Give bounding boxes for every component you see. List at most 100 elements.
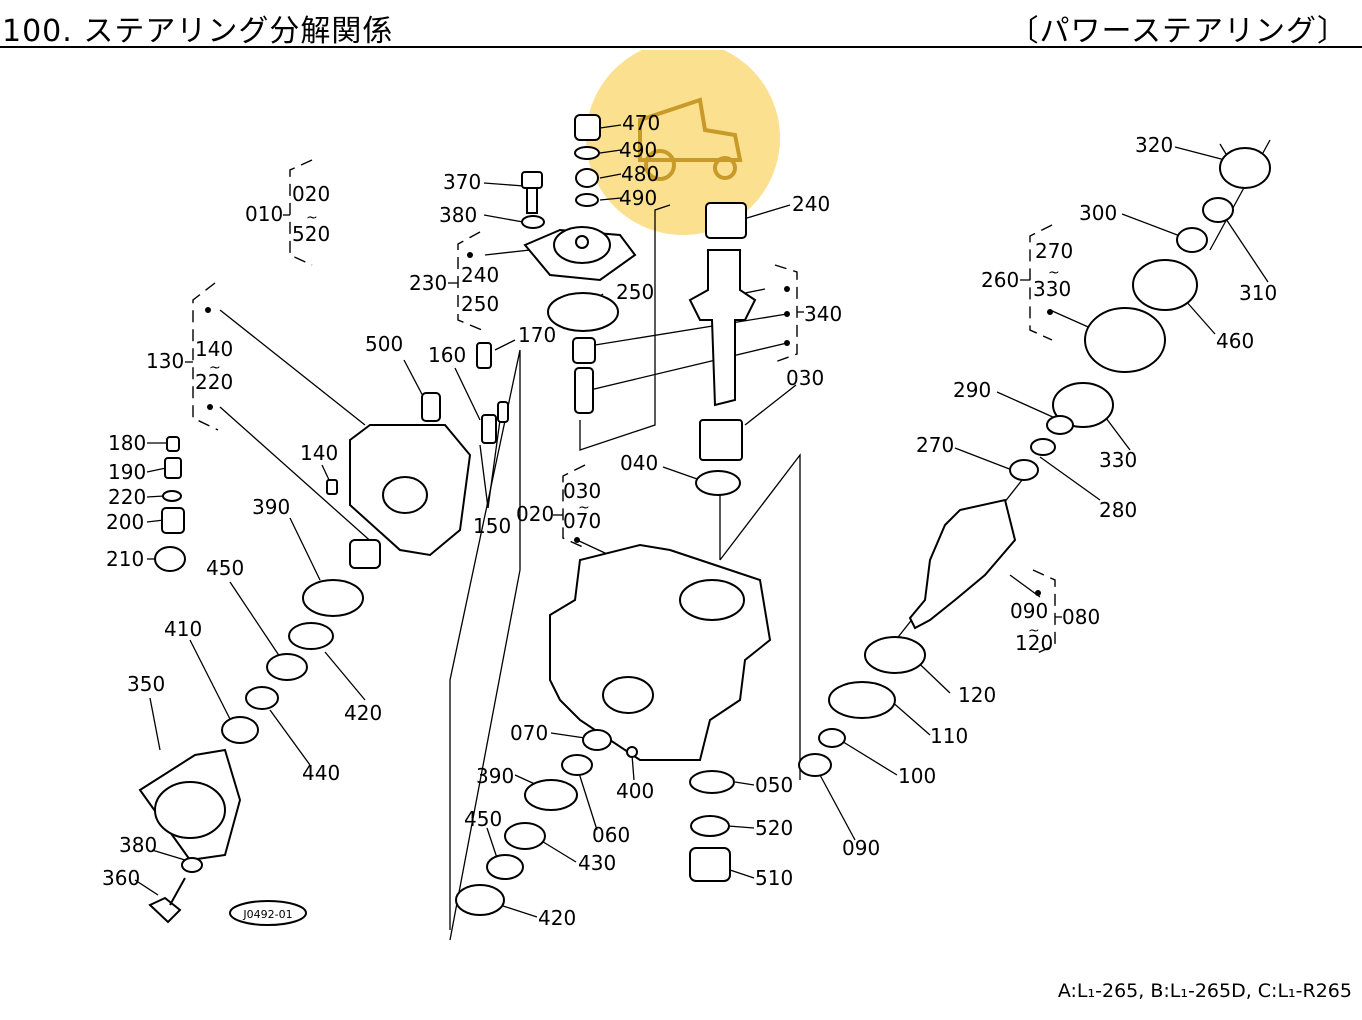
part-bearing-320 xyxy=(1219,147,1271,189)
label-020b: 020 xyxy=(516,502,554,526)
part-seal-040 xyxy=(695,470,741,496)
leader-lines xyxy=(134,124,1269,918)
label-450b: 450 xyxy=(464,807,502,831)
part-nut-480 xyxy=(575,168,599,188)
part-bearing-300 xyxy=(1176,227,1208,253)
label-380: 380 xyxy=(439,203,477,227)
label-520: 520 xyxy=(292,222,330,246)
part-oring-120 xyxy=(864,636,926,674)
label-050: 050 xyxy=(755,773,793,797)
part-valve-body-port xyxy=(382,476,428,514)
label-240: 240 xyxy=(792,192,830,216)
label-410: 410 xyxy=(164,617,202,641)
svg-text:~: ~ xyxy=(578,500,590,516)
reference-dots xyxy=(205,252,1053,596)
label-260: 260 xyxy=(981,268,1019,292)
part-ball-400 xyxy=(626,746,638,758)
label-270: 270 xyxy=(1035,239,1073,263)
label-140b: 140 xyxy=(300,441,338,465)
label-420b: 420 xyxy=(538,906,576,930)
part-nut-260 xyxy=(1084,307,1166,373)
part-spring-pin xyxy=(574,367,594,414)
part-pin-150 xyxy=(497,401,509,423)
tractor-icon xyxy=(638,97,743,181)
part-snap-ring-460 xyxy=(1132,259,1198,311)
part-set-screw-140 xyxy=(326,479,338,495)
part-oring-110 xyxy=(828,681,896,719)
part-washer-380b xyxy=(181,857,203,873)
label-450: 450 xyxy=(206,556,244,580)
part-plug-500 xyxy=(421,392,441,422)
label-020: 020 xyxy=(292,182,330,206)
label-100: 100 xyxy=(898,764,936,788)
label-330: 330 xyxy=(1033,277,1071,301)
group-brackets xyxy=(192,159,1056,656)
title-underline xyxy=(0,46,1362,48)
label-420: 420 xyxy=(344,701,382,725)
label-120: 120 xyxy=(1015,631,1053,655)
part-bearing-240 xyxy=(705,202,747,239)
range-marks: ~ ~ ~ ~ ~ xyxy=(185,210,1062,639)
model-note: A:L₁-265, B:L₁-265D, C:L₁-R265 xyxy=(1057,980,1352,1002)
label-490: 490 xyxy=(619,138,657,162)
label-250: 250 xyxy=(461,292,499,316)
label-080: 080 xyxy=(1062,605,1100,629)
label-480: 480 xyxy=(621,162,659,186)
part-oring-250 xyxy=(547,292,619,332)
label-120b: 120 xyxy=(958,683,996,707)
label-190: 190 xyxy=(108,460,146,484)
part-oring-390b xyxy=(524,779,578,811)
part-oring-070 xyxy=(582,729,612,751)
part-seal-410 xyxy=(221,716,259,744)
label-200: 200 xyxy=(106,510,144,534)
label-010: 010 xyxy=(245,202,283,226)
part-oring-390 xyxy=(302,579,364,617)
svg-text:~: ~ xyxy=(209,360,221,376)
part-code-oval xyxy=(229,900,307,926)
label-030: 030 xyxy=(786,366,824,390)
svg-text:~: ~ xyxy=(306,210,318,226)
part-spool xyxy=(572,337,596,364)
label-500: 500 xyxy=(365,332,403,356)
watermark-circle xyxy=(586,50,780,235)
part-washer-280 xyxy=(1030,438,1056,456)
part-end-cover-350-dome xyxy=(154,781,226,839)
label-160: 160 xyxy=(428,343,466,367)
label-070: 070 xyxy=(563,509,601,533)
label-240b: 240 xyxy=(461,263,499,287)
part-housing-020-port xyxy=(602,676,654,714)
label-210: 210 xyxy=(106,547,144,571)
label-470: 470 xyxy=(622,111,660,135)
watermark-logo xyxy=(586,50,780,235)
part-ring-440 xyxy=(245,686,279,710)
part-shaft-340 xyxy=(688,249,757,407)
page-header: 100. ステアリング分解関係 〔パワーステアリング〕 xyxy=(0,0,1362,50)
exploded-parts-diagram: 470 490 480 490 370 380 240 320 300 310 … xyxy=(102,50,1277,941)
part-seal-050 xyxy=(689,770,735,794)
label-290: 290 xyxy=(953,378,991,402)
part-labels: 470 490 480 490 370 380 240 320 300 310 … xyxy=(102,111,1277,930)
label-220: 220 xyxy=(195,370,233,394)
part-washer-490 xyxy=(574,146,600,160)
part-washer-490b xyxy=(575,193,599,207)
label-340: 340 xyxy=(804,302,842,326)
part-spring-190 xyxy=(164,457,182,479)
label-490b: 490 xyxy=(619,186,657,210)
page-subtitle: 〔パワーステアリング〕 xyxy=(1008,14,1348,49)
label-440: 440 xyxy=(302,761,340,785)
part-ring-100 xyxy=(818,728,846,748)
part-cap-470 xyxy=(574,114,601,141)
label-270b: 270 xyxy=(916,433,954,457)
svg-text:~: ~ xyxy=(1028,623,1040,639)
label-360: 360 xyxy=(102,866,140,890)
label-300: 300 xyxy=(1079,201,1117,225)
label-400: 400 xyxy=(616,779,654,803)
label-430: 430 xyxy=(578,851,616,875)
label-370: 370 xyxy=(443,170,481,194)
part-oring-330 xyxy=(1052,382,1114,428)
label-510: 510 xyxy=(755,866,793,890)
part-bolt-370-shank xyxy=(526,187,538,214)
page-title: 100. ステアリング分解関係 xyxy=(2,14,394,49)
part-nut-510 xyxy=(689,847,731,882)
label-390b: 390 xyxy=(476,764,514,788)
